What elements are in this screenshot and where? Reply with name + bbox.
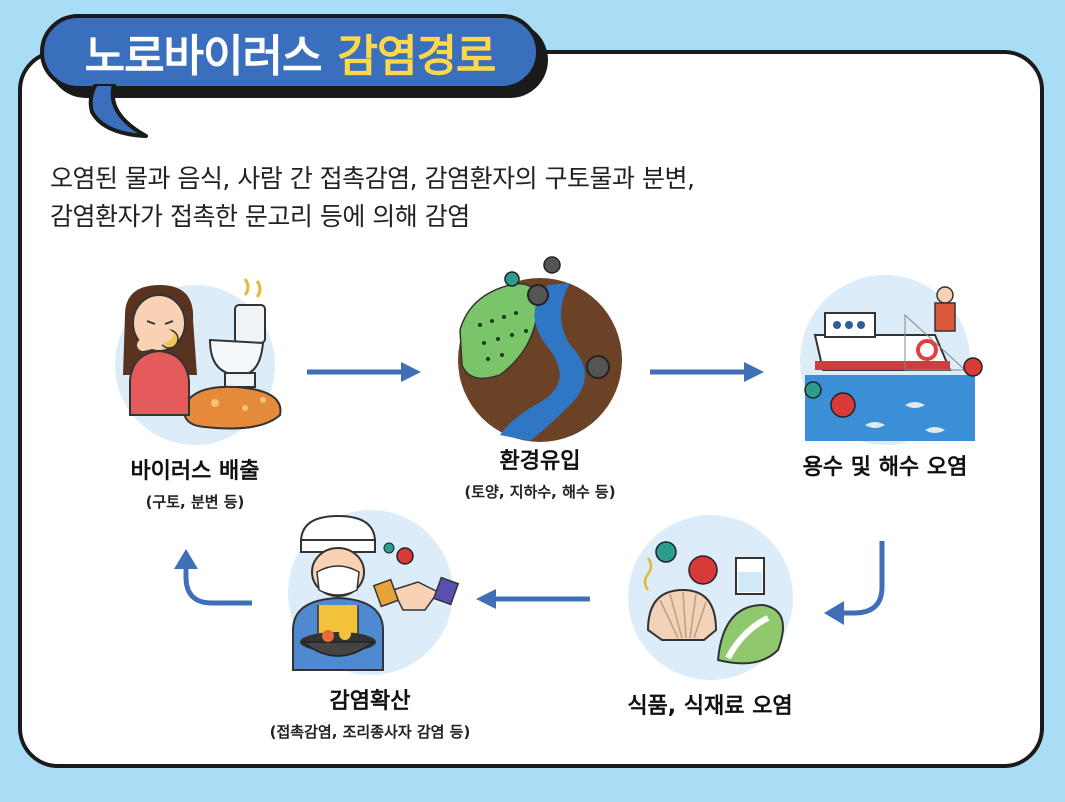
title-banner: 노로바이러스 감염경로 xyxy=(40,14,560,138)
arrow-right-icon xyxy=(650,362,764,382)
node-sublabel: (접촉감염, 조리종사자 감염 등) xyxy=(269,723,471,741)
title-accent: 감염경로 xyxy=(337,31,496,82)
cook-handshake-icon xyxy=(287,510,459,675)
fishing-boat-icon xyxy=(800,275,983,445)
arrow-right-icon xyxy=(307,362,421,382)
description-line-1: 오염된 물과 음식, 사람 간 접촉감염, 감염환자의 구토물과 분변, xyxy=(50,164,695,193)
food-contamination-icon xyxy=(627,515,793,680)
node-sublabel: (토양, 지하수, 해수 등) xyxy=(464,483,616,501)
node-label: 바이러스 배출 xyxy=(130,459,260,484)
soil-water-icon xyxy=(440,255,640,442)
node-food-contamination: 식품, 식재료 오염 xyxy=(590,515,830,720)
node-label: 식품, 식재료 오염 xyxy=(627,694,793,719)
node-environment: 환경유입 (토양, 지하수, 해수 등) xyxy=(440,255,640,502)
node-sublabel: (구토, 분변 등) xyxy=(145,493,245,511)
arrow-curve-up-icon xyxy=(174,549,252,606)
node-infection-spread: 감염확산 (접촉감염, 조리종사자 감염 등) xyxy=(230,510,510,742)
arrow-curve-down-icon xyxy=(824,541,885,625)
title-main: 노로바이러스 xyxy=(84,31,323,82)
node-water-contamination: 용수 및 해수 오염 xyxy=(770,275,1000,481)
node-virus-shedding: 바이러스 배출 (구토, 분변 등) xyxy=(90,278,300,512)
node-label: 감염확산 xyxy=(329,689,411,714)
description: 오염된 물과 음식, 사람 간 접촉감염, 감염환자의 구토물과 분변, 감염환… xyxy=(50,160,950,236)
node-label: 용수 및 해수 오염 xyxy=(802,455,968,480)
arrow-left-icon xyxy=(476,589,590,609)
speech-tail-icon xyxy=(88,84,148,138)
sick-person-icon xyxy=(115,278,282,445)
node-label: 환경유입 xyxy=(499,449,581,474)
description-line-2: 감염환자가 접촉한 문고리 등에 의해 감염 xyxy=(50,202,470,231)
